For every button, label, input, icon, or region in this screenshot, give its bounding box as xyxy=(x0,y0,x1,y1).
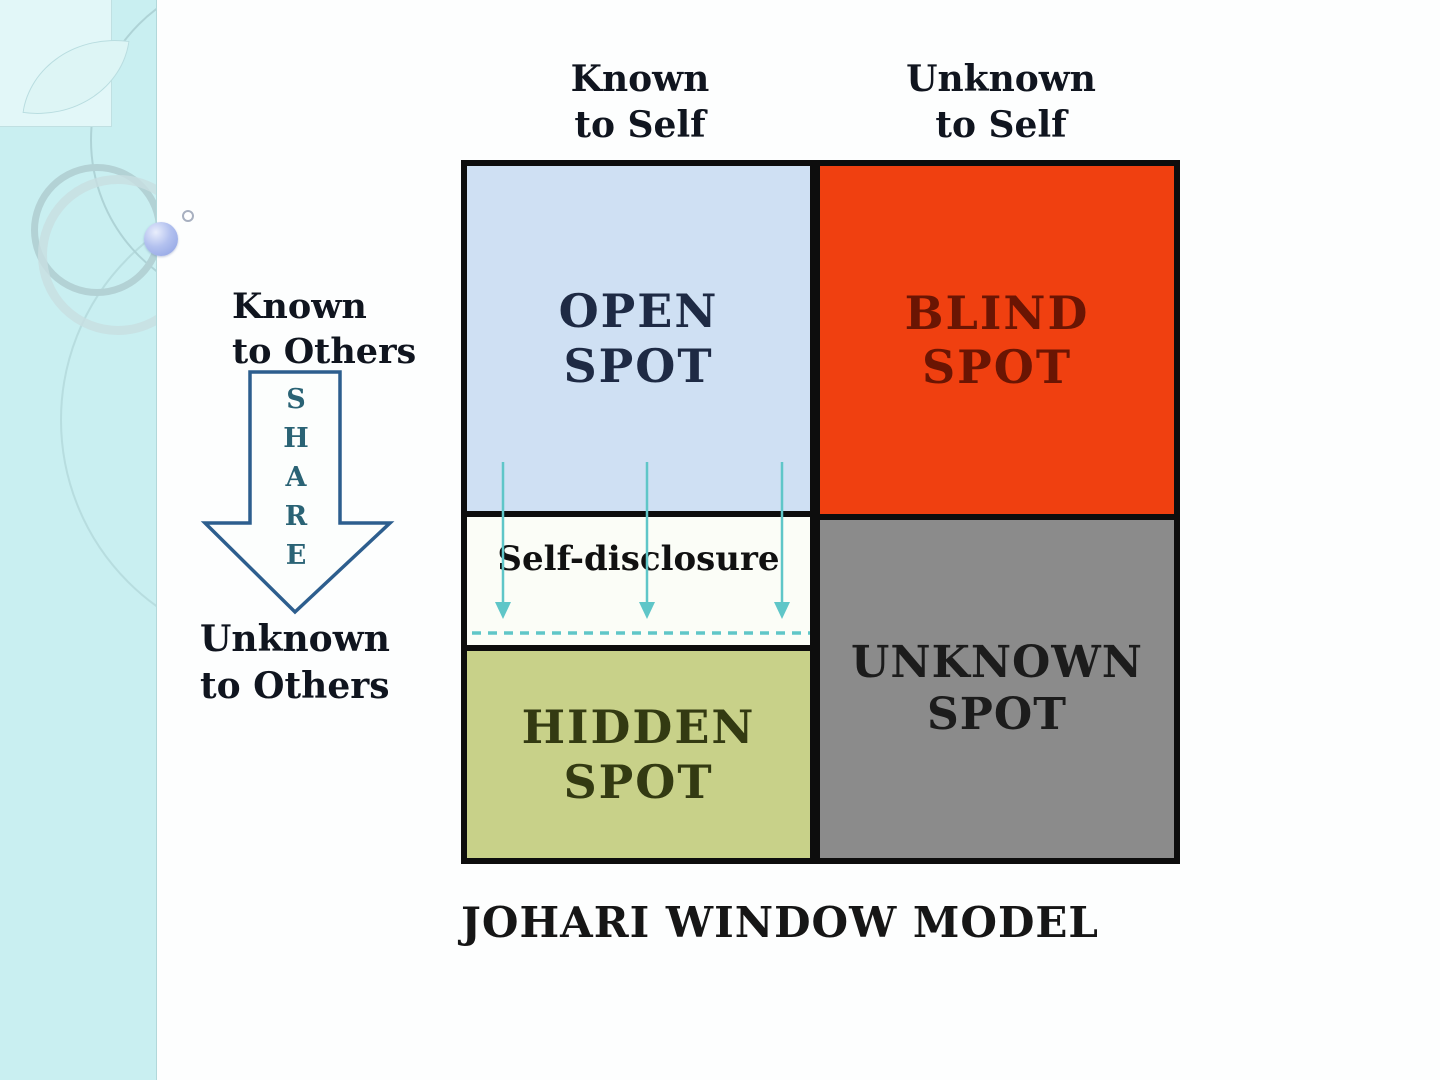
quadrant-label-line: HIDDEN xyxy=(521,700,756,755)
decorative-stripe xyxy=(0,0,157,1080)
quadrant-label-line: SPOT xyxy=(927,689,1067,740)
quadrant-label-line: OPEN xyxy=(558,284,719,339)
quadrant-label-line: SPOT xyxy=(563,754,714,809)
self-disclosure-label: Self-disclosure xyxy=(497,539,780,579)
quadrant-label: UNKNOWN SPOT xyxy=(851,637,1143,741)
quadrant-label-line: UNKNOWN xyxy=(850,637,1143,689)
axis-label-line: to Self xyxy=(935,104,1067,146)
quadrant-label-line: BLIND xyxy=(904,285,1090,340)
quadrant-label-line: SPOT xyxy=(921,340,1073,394)
ring-decoration xyxy=(38,175,156,335)
quadrant-hidden-spot: HIDDEN SPOT xyxy=(467,651,810,858)
axis-label-known-to-others: Known to Others xyxy=(232,284,416,374)
quadrant-open-spot: OPEN SPOT xyxy=(467,166,810,511)
share-letter: E xyxy=(285,540,307,571)
axis-label-line: to Self xyxy=(574,104,706,146)
share-letter: A xyxy=(285,462,307,493)
share-arrow-letters: S H A R E xyxy=(277,380,315,575)
self-disclosure-strip: Self-disclosure xyxy=(467,517,810,645)
axis-label-known-to-self: Known to Self xyxy=(540,56,740,148)
share-letter: S xyxy=(286,384,306,415)
axis-label-unknown-to-others: Unknown to Others xyxy=(200,616,390,710)
quadrant-label: OPEN SPOT xyxy=(559,284,719,393)
share-letter: R xyxy=(284,501,308,532)
small-circle-decoration xyxy=(182,210,194,222)
quadrant-unknown-spot: UNKNOWN SPOT xyxy=(820,520,1174,858)
share-down-arrow-icon xyxy=(200,370,395,615)
sphere-decoration xyxy=(144,222,178,256)
quadrant-label: BLIND SPOT xyxy=(905,286,1090,395)
quadrant-blind-spot: BLIND SPOT xyxy=(820,166,1174,514)
axis-label-line: Unknown xyxy=(200,618,390,660)
self-disclosure-arrows-icon xyxy=(472,462,810,635)
axis-label-line: to Others xyxy=(200,665,390,707)
johari-window-grid: OPEN SPOT BLIND SPOT Self-disclosure HID… xyxy=(461,160,1180,864)
slide-title: JOHARI WINDOW MODEL xyxy=(461,898,1099,947)
axis-label-line: Known xyxy=(570,58,710,100)
axis-label-line: Known xyxy=(232,286,367,327)
quadrant-label-line: SPOT xyxy=(563,338,714,393)
axis-label-line: Unknown xyxy=(906,58,1096,100)
axis-label-line: to Others xyxy=(232,331,417,372)
quadrant-label: HIDDEN SPOT xyxy=(522,700,756,809)
share-letter: H xyxy=(283,423,309,454)
axis-label-unknown-to-self: Unknown to Self xyxy=(896,56,1106,148)
